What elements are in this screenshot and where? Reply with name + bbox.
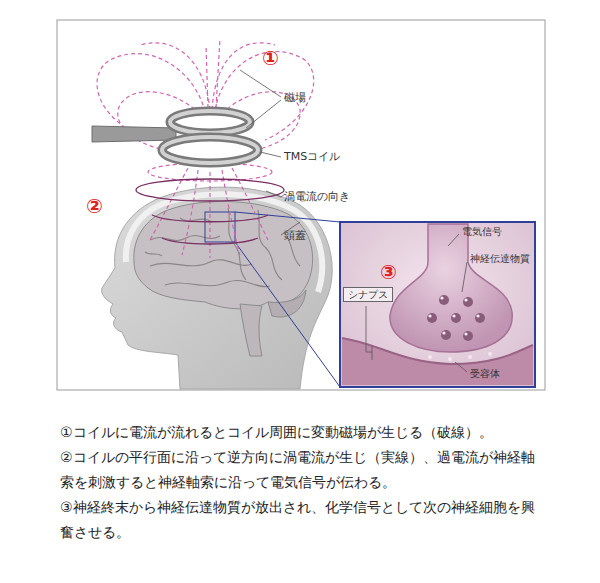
zoom-line [235, 242, 340, 387]
label-box: シナプス [343, 287, 393, 302]
tms-coil [162, 137, 258, 163]
box-label: シナプス [348, 289, 388, 300]
inset-box [340, 222, 535, 387]
axon-terminal [390, 224, 512, 352]
brain-stem [240, 304, 262, 356]
figure-frame [57, 20, 545, 390]
leader-line [366, 234, 467, 372]
callout-number: ② [86, 194, 103, 218]
zoom-line [235, 212, 340, 222]
magnetic-field [97, 38, 314, 258]
callout-number: ① [262, 46, 279, 70]
brain-gyri [145, 208, 300, 287]
vesicle-highlight [428, 296, 479, 335]
eddy-current [136, 179, 284, 244]
part-label: 磁場 [284, 91, 306, 104]
part-label: 受容体 [470, 368, 500, 379]
note-text: ①コイルに電流が流れるとコイル周囲に変動磁場が生じる（破線）。 [60, 420, 542, 445]
tms-coil [162, 137, 258, 163]
part-label: 頭蓋 [284, 229, 306, 242]
note-text: ②コイルの平行面に沿って逆方向に渦電流が生じ（実線）、過電流が神経軸索を刺激する… [60, 445, 542, 495]
head-silhouette [102, 187, 333, 389]
part-label: 電気信号 [462, 226, 502, 237]
tms-coil [170, 111, 250, 133]
coil-handle [92, 126, 176, 142]
part-label: 神経伝達物質 [470, 253, 530, 264]
part-label: 渦電流の向き [284, 190, 350, 203]
vesicles [427, 295, 485, 341]
cerebellum [268, 290, 306, 317]
note-text: ③神経終末から神経伝達物質が放出され、化学信号として次の神経細胞を興奮させる。 [60, 495, 542, 545]
callout-number: ③ [380, 260, 397, 284]
part-label: TMSコイル [284, 150, 340, 163]
tms-coil [170, 111, 250, 133]
neurotransmitter [428, 352, 492, 361]
brain [134, 201, 313, 308]
